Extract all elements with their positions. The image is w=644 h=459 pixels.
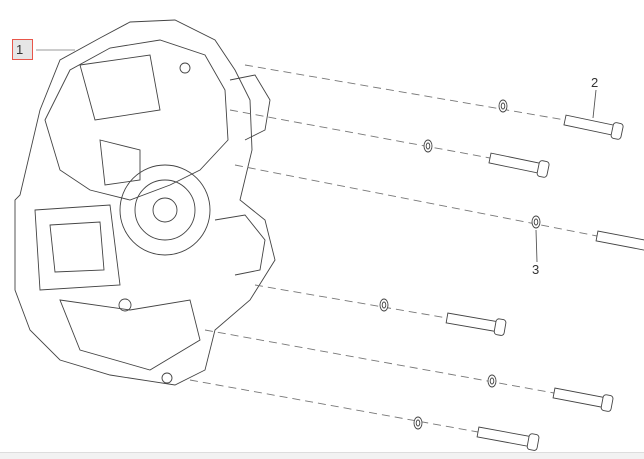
- leader-line: [244, 64, 566, 121]
- washer: [413, 416, 423, 430]
- clutch-housing: [14, 19, 276, 386]
- washer-hole: [425, 142, 431, 150]
- bolt: [552, 387, 614, 412]
- washer-hole: [500, 102, 506, 110]
- bolt: [476, 426, 540, 451]
- washer: [379, 298, 389, 312]
- leader-line: [254, 284, 448, 319]
- leader-line: [229, 109, 491, 159]
- washer-hole: [381, 301, 387, 309]
- washer-hole: [533, 218, 539, 226]
- callout-part-3[interactable]: 3: [532, 262, 540, 277]
- bolt: [488, 152, 550, 178]
- washer: [498, 99, 508, 113]
- leader-line: [189, 379, 479, 433]
- washer: [487, 374, 497, 388]
- leader-line: [204, 329, 555, 394]
- bolt: [563, 114, 624, 140]
- washer: [423, 139, 433, 153]
- washer-hole: [415, 419, 421, 427]
- washer-hole: [489, 377, 495, 385]
- leader-line: [234, 164, 598, 237]
- callout-part-2[interactable]: 2: [591, 75, 599, 90]
- footer-bar: [0, 452, 644, 459]
- callout-part-1[interactable]: 1: [12, 39, 33, 60]
- washer: [531, 215, 541, 229]
- bolt: [445, 312, 507, 336]
- bolt: [595, 230, 644, 252]
